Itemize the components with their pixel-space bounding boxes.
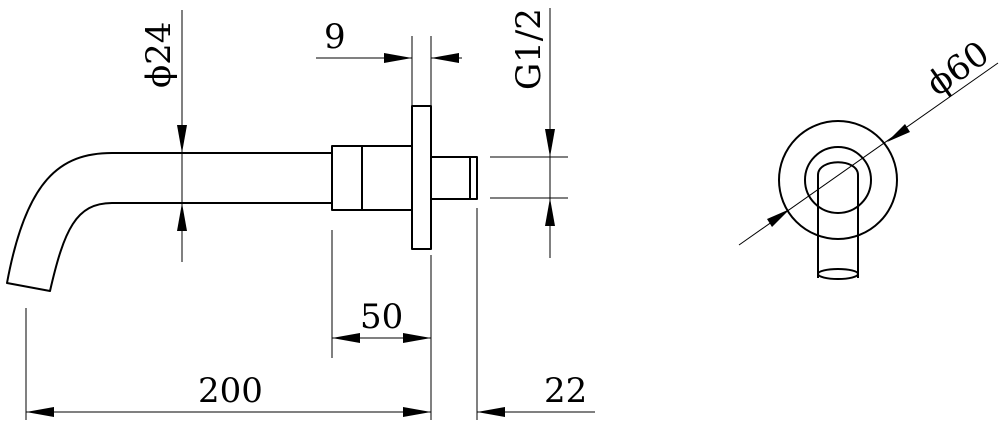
label-thread-length: 22 <box>544 371 587 411</box>
dim-diameter-pipe: ϕ24 <box>139 10 187 262</box>
label-plate-thickness: 9 <box>324 17 346 57</box>
side-view <box>6 105 478 292</box>
label-reach: 200 <box>198 371 263 411</box>
spout-front <box>817 161 859 278</box>
label-diameter-pipe: ϕ24 <box>139 22 179 88</box>
body-block <box>331 145 413 211</box>
plate-circle <box>778 120 898 240</box>
spout-outline <box>6 152 332 292</box>
inner-circle <box>804 146 872 214</box>
thread-connector <box>430 156 478 200</box>
dim-diameter-plate: ϕ60 <box>738 33 999 246</box>
dim-thread-length: 22 <box>476 208 595 420</box>
dim-body-length: 50 <box>331 230 432 420</box>
wall-plate <box>411 105 432 250</box>
dim-plate-thickness: 9 <box>316 17 462 106</box>
spout-outlet <box>817 268 859 280</box>
label-body-length: 50 <box>360 297 403 337</box>
dim-thread: G1/2 <box>490 8 568 258</box>
front-view <box>778 120 898 280</box>
label-thread: G1/2 <box>509 8 549 90</box>
dim-reach: 200 <box>25 308 431 420</box>
label-diameter-plate: ϕ60 <box>919 33 996 104</box>
